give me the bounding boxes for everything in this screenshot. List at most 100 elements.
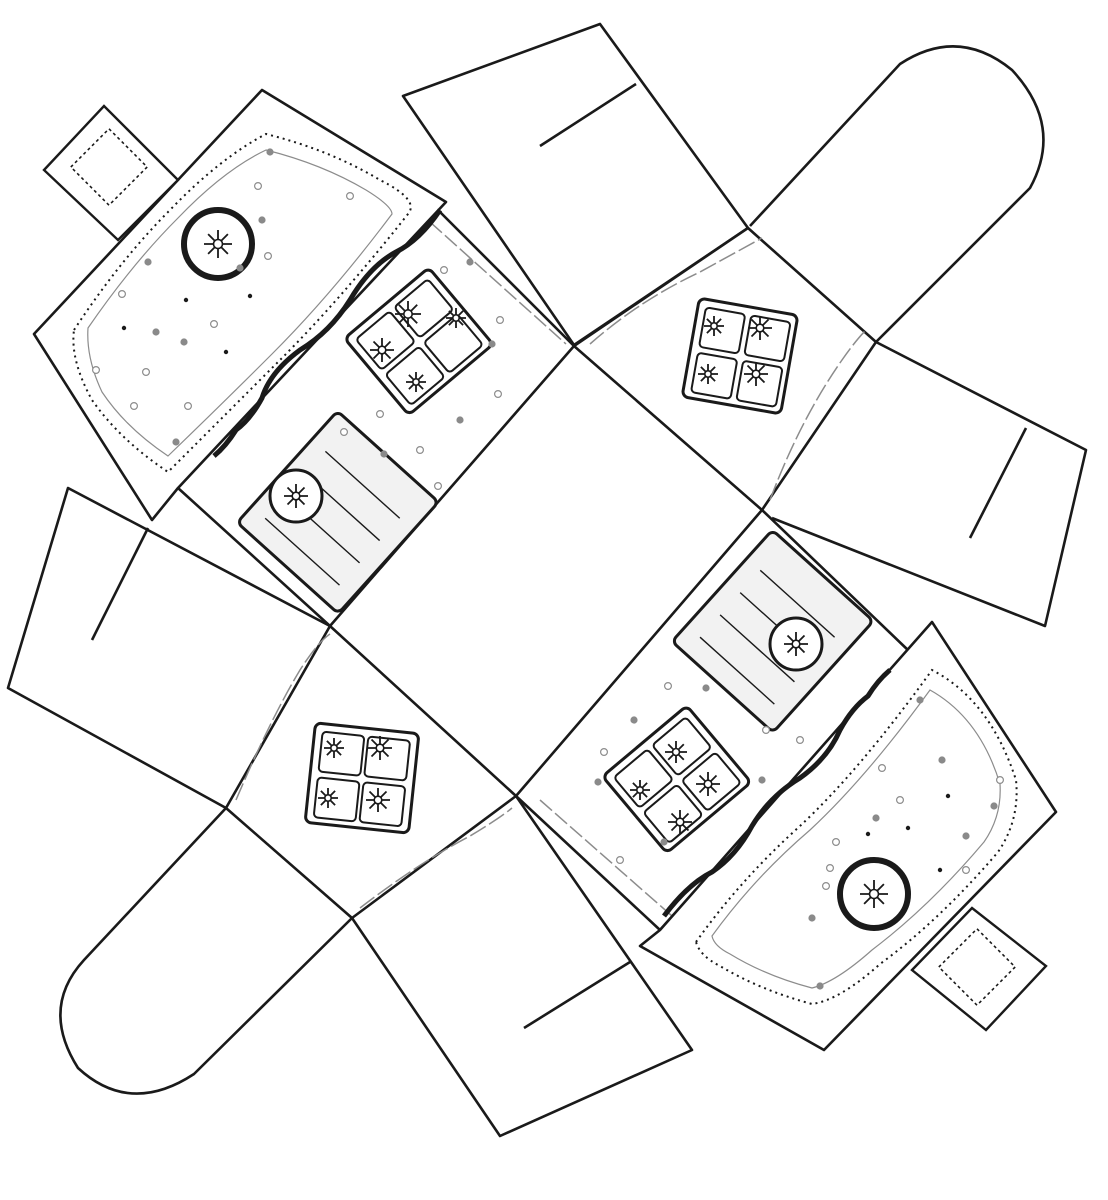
brick-trim xyxy=(235,633,331,801)
candy-dot-icon xyxy=(264,252,273,261)
candy-dot-icon xyxy=(494,390,503,399)
snowflake-icon xyxy=(204,230,232,258)
brick-trim xyxy=(539,799,673,917)
roof-flap-left xyxy=(6,486,331,810)
candy-dot-icon xyxy=(831,837,840,846)
window-icon xyxy=(345,268,493,415)
candy-dot-icon xyxy=(340,428,349,437)
candy-dot-icon xyxy=(180,338,188,346)
candy-dot-icon xyxy=(938,756,946,764)
candy-dot-icon xyxy=(962,832,970,840)
snowflake-icon xyxy=(395,301,421,327)
window-icon xyxy=(304,721,420,835)
snowflake-icon xyxy=(368,736,392,760)
snowflake-icon xyxy=(446,308,466,328)
candy-dot-icon xyxy=(117,290,126,299)
snowflake-icon xyxy=(318,788,338,808)
candy-dot-icon xyxy=(877,763,886,772)
candy-dot-icon xyxy=(825,863,834,872)
candy-dot-icon xyxy=(488,340,496,348)
candy-dot-icon xyxy=(172,438,180,446)
gable-flap-bottom-left xyxy=(59,807,353,1095)
chimney-icon xyxy=(42,104,180,242)
candy-dot-icon xyxy=(466,258,474,266)
candy-dot-icon xyxy=(916,696,924,704)
candy-dot-icon xyxy=(808,914,816,922)
candy-dot-icon xyxy=(816,982,824,990)
snowflake-icon xyxy=(860,880,888,908)
chimney-icon xyxy=(910,906,1048,1032)
snowflake-icon xyxy=(324,738,344,758)
candy-dot-icon xyxy=(865,831,871,837)
candy-dot-icon xyxy=(961,865,970,874)
fold-line xyxy=(435,207,575,347)
candy-dot-icon xyxy=(630,716,638,724)
fold-line xyxy=(747,227,877,343)
candy-dot-icon xyxy=(895,795,904,804)
fold-line xyxy=(761,509,911,653)
candy-dot-icon xyxy=(663,681,672,690)
candy-dot-icon xyxy=(758,776,766,784)
candy-dot-icon xyxy=(615,855,624,864)
fold-slit xyxy=(90,527,150,641)
icing-trim xyxy=(72,132,412,474)
roof-flap-right xyxy=(771,340,1088,628)
roof-flap-bottom xyxy=(350,795,694,1138)
candy-dot-icon xyxy=(660,838,668,846)
candy-dot-icon xyxy=(761,725,770,734)
candy-dot-icon xyxy=(995,775,1004,784)
candy-dot-icon xyxy=(945,793,951,799)
fold-slit xyxy=(539,82,637,148)
candy-dot-icon xyxy=(496,316,505,325)
candy-dot-icon xyxy=(247,293,253,299)
snowflake-icon xyxy=(668,810,692,834)
snowflake-icon xyxy=(284,484,308,508)
icing-inner xyxy=(711,689,1001,989)
candy-dot-icon xyxy=(821,881,830,890)
candy-dot-icon xyxy=(872,814,880,822)
candy-dot-icon xyxy=(142,368,151,377)
candy-dot-icon xyxy=(456,416,464,424)
candy-dot-icon xyxy=(91,366,100,375)
candy-dot-icon xyxy=(236,264,244,272)
snowflake-icon xyxy=(630,780,650,800)
snowflake-icon xyxy=(698,364,718,384)
fold-slit xyxy=(523,960,631,1030)
candy-dot-icon xyxy=(183,297,189,303)
candy-dots xyxy=(91,148,1004,990)
candy-dot-icon xyxy=(210,320,219,329)
candy-dot-icon xyxy=(144,258,152,266)
brick-trim xyxy=(429,221,567,345)
snowflake-icon xyxy=(696,772,720,796)
snowflake-icon xyxy=(370,338,394,362)
brick-trim xyxy=(769,329,867,501)
candy-dot-icon xyxy=(376,410,385,419)
fold-slit xyxy=(968,427,1028,539)
brick-trim xyxy=(359,807,513,909)
brick-trim xyxy=(589,237,763,345)
candy-dot-icon xyxy=(380,450,388,458)
door-icon xyxy=(238,412,438,613)
roof-flaps xyxy=(6,22,1088,1138)
candy-dot-icon xyxy=(254,182,263,191)
chimney-inner xyxy=(937,927,1017,1007)
fold-line xyxy=(225,807,353,919)
candy-dot-icon xyxy=(440,266,449,275)
candy-dot-icon xyxy=(258,216,266,224)
candy-dot-icon xyxy=(130,402,139,411)
candy-dot-icon xyxy=(702,684,710,692)
snowflake-icon xyxy=(406,372,426,392)
candy-dot-icon xyxy=(266,148,274,156)
wavy-roofline xyxy=(662,668,892,918)
gable-flap-top-right xyxy=(749,45,1045,343)
snowflake-icon xyxy=(748,316,772,340)
candy-dot-icon xyxy=(599,747,608,756)
candy-dot-icon xyxy=(416,446,425,455)
base-fold-lines xyxy=(328,344,764,798)
candy-dot-icon xyxy=(937,867,943,873)
snowflake-icon xyxy=(665,741,687,763)
house-front-lower-right xyxy=(603,530,1058,1052)
icing-trim xyxy=(694,668,1018,1006)
